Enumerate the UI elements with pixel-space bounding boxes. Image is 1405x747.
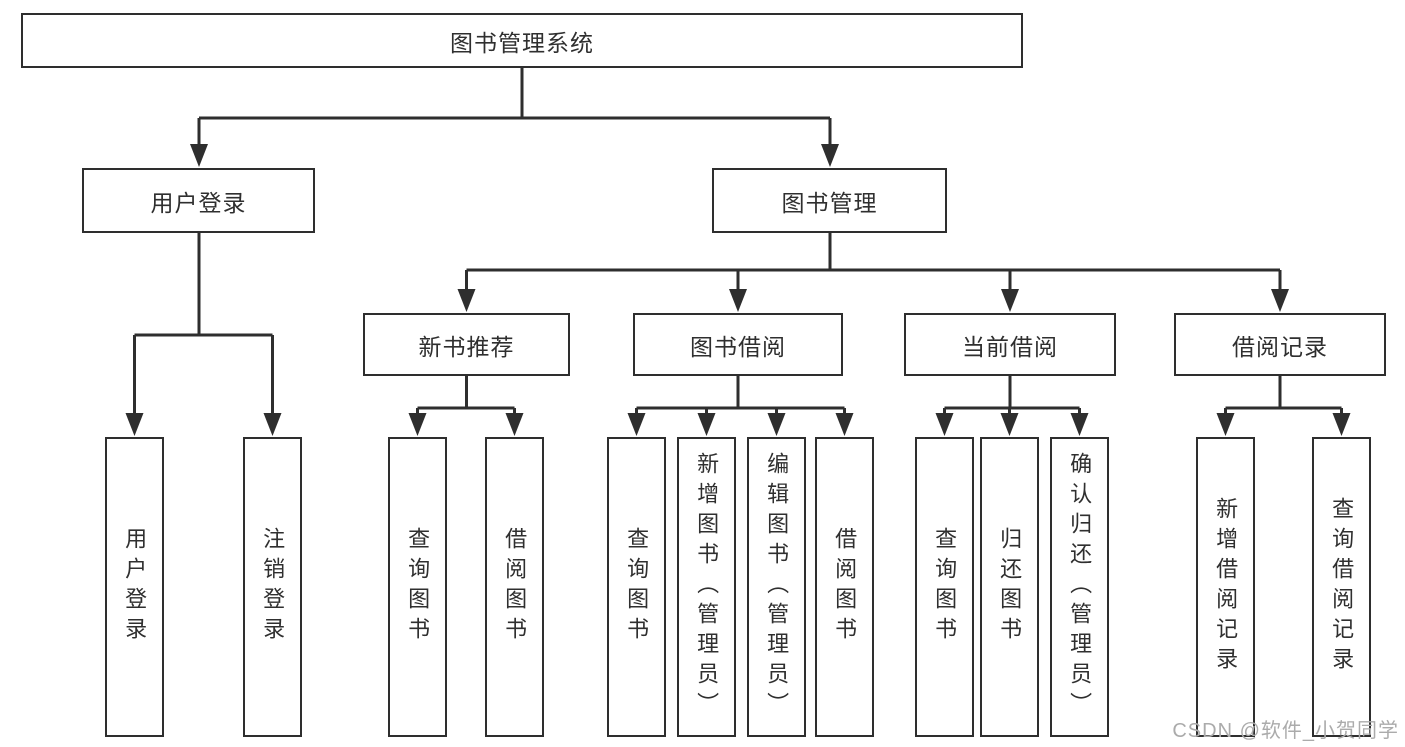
leaf-query-books-borrowing-label: 查询图书 [624,527,650,647]
branch-borrowing-arrowheads [627,413,854,436]
leaf-logout: 注销登录 [243,437,302,737]
branch-mgmt-arrowheads [457,289,1289,312]
branch-root-to-level2 [197,68,832,147]
csdn-watermark: CSDN @软件_小贺同学 [1172,720,1399,742]
node-current-borrowing: 当前借阅 [904,313,1116,376]
leaf-add-books-admin: 新增图书（管理员） [677,437,736,737]
branch-records-to-leaves [1224,376,1343,416]
branch-current-to-leaves [943,376,1081,416]
branch-login-arrowheads [125,413,282,436]
leaf-query-borrow-record: 查询借阅记录 [1312,437,1371,737]
leaf-query-books-borrowing: 查询图书 [607,437,666,737]
branch-newbook-arrowheads [408,413,524,436]
leaf-edit-books-admin-label: 编辑图书（管理员） [764,452,790,722]
leaf-query-books-recommend: 查询图书 [388,437,447,737]
leaf-edit-books-admin: 编辑图书（管理员） [747,437,806,737]
leaf-query-books-current-label: 查询图书 [932,527,958,647]
leaf-add-books-admin-label: 新增图书（管理员） [694,452,720,722]
branch-login-to-leaves [133,233,274,416]
leaf-borrow-books-recommend-label: 借阅图书 [502,527,528,647]
node-new-book-recommendation: 新书推荐 [363,313,570,376]
node-user-login-branch: 用户登录 [82,168,315,233]
leaf-confirm-return-admin: 确认归还（管理员） [1050,437,1109,737]
leaf-logout-label: 注销登录 [260,527,286,647]
branch-mgmt-to-level3 [465,233,1282,292]
leaf-borrow-books-borrowing-label: 借阅图书 [832,527,858,647]
node-book-management-branch: 图书管理 [712,168,947,233]
branch-records-arrowheads [1216,413,1351,436]
node-book-borrowing: 图书借阅 [633,313,843,376]
leaf-return-books-label: 归还图书 [997,527,1023,647]
leaf-query-books-recommend-label: 查询图书 [405,527,431,647]
leaf-query-borrow-record-label: 查询借阅记录 [1329,497,1355,677]
leaf-user-login: 用户登录 [105,437,164,737]
leaf-query-books-current: 查询图书 [915,437,974,737]
branch-root-arrowheads [190,144,839,167]
node-borrowing-records: 借阅记录 [1174,313,1386,376]
branch-current-arrowheads [935,413,1089,436]
branch-newbook-to-leaves [416,376,516,416]
leaf-user-login-label: 用户登录 [122,527,148,647]
leaf-borrow-books-borrowing: 借阅图书 [815,437,874,737]
leaf-return-books: 归还图书 [980,437,1039,737]
leaf-confirm-return-admin-label: 确认归还（管理员） [1067,452,1093,722]
leaf-add-borrow-record: 新增借阅记录 [1196,437,1255,737]
branch-borrowing-to-leaves [635,376,846,416]
node-library-management-system: 图书管理系统 [21,13,1023,68]
leaf-add-borrow-record-label: 新增借阅记录 [1213,497,1239,677]
leaf-borrow-books-recommend: 借阅图书 [485,437,544,737]
